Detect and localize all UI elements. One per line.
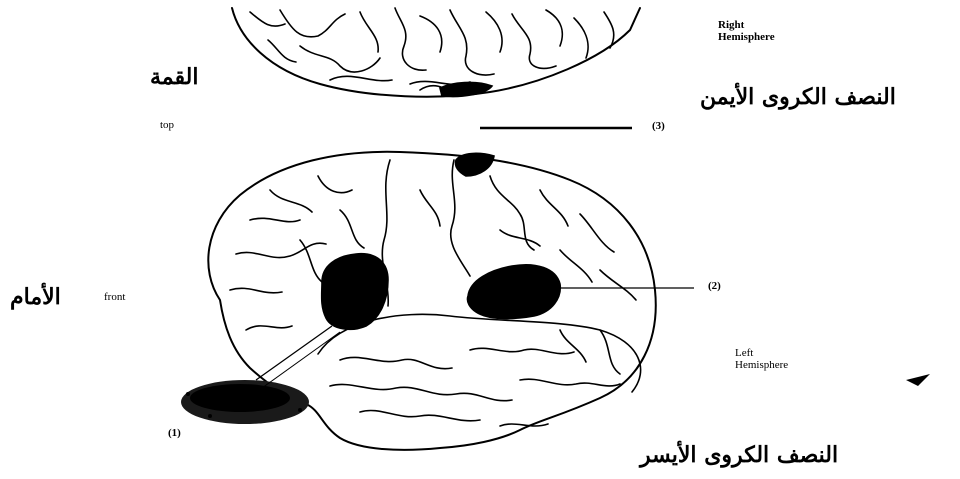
right-hemisphere-en-line1: Right [718, 20, 775, 32]
top-ar: القمة [150, 66, 198, 89]
front-en: front [104, 292, 125, 304]
left-hemisphere-en-line2: Hemisphere [735, 360, 788, 372]
callout-1-line-b [262, 332, 340, 388]
callout-2: (2) [708, 281, 721, 293]
callout-1-line [256, 326, 332, 380]
left-hemisphere-ar: النصف الكروى الأيسر [640, 444, 838, 467]
top-lesion-3 [440, 82, 492, 96]
right-hemisphere-en-line2: Hemisphere [718, 32, 775, 44]
right-hemisphere-en: Right Hemisphere [718, 20, 775, 43]
callout-1: (1) [168, 428, 181, 440]
callout-3: (3) [652, 121, 665, 133]
lesion-top [455, 153, 494, 176]
stray-mark [906, 374, 930, 386]
lesion-wernicke-2 [467, 265, 560, 319]
stippled-area-1 [181, 380, 309, 424]
top-brain-view [232, 8, 640, 97]
right-hemisphere-ar: النصف الكروى الأيمن [700, 86, 896, 109]
left-hemisphere-en-line1: Left [735, 348, 788, 360]
top-en: top [160, 120, 174, 132]
left-hemisphere-en: Left Hemisphere [735, 348, 788, 371]
front-ar: الأمام [10, 286, 61, 309]
lesion-broca [322, 254, 388, 330]
